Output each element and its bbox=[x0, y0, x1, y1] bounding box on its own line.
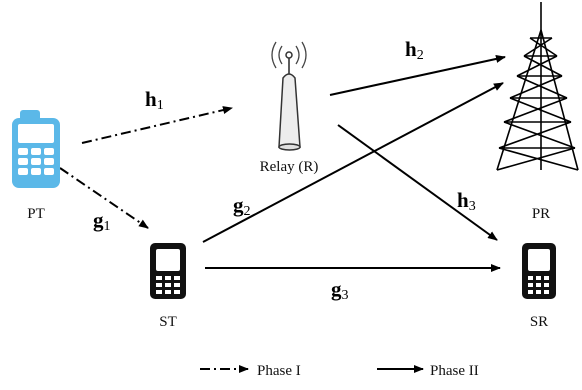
relay-label: Relay (R) bbox=[260, 159, 319, 175]
legend-phase2-label: Phase II bbox=[430, 363, 479, 379]
channel-g1-label: g1 bbox=[93, 208, 111, 234]
sr-phone-icon bbox=[522, 243, 556, 299]
st-label: ST bbox=[159, 314, 177, 330]
sr-label: SR bbox=[530, 314, 548, 330]
channel-h3-label: h3 bbox=[457, 188, 476, 214]
st-phone-icon bbox=[150, 243, 186, 299]
link-g2 bbox=[202, 82, 504, 243]
link-h2 bbox=[329, 55, 506, 96]
relay-antenna-icon bbox=[271, 41, 307, 151]
link-g1 bbox=[59, 167, 149, 229]
legend-phase1-label: Phase I bbox=[257, 363, 301, 379]
pr-tower-icon bbox=[496, 2, 579, 171]
pr-label: PR bbox=[532, 206, 550, 222]
channel-h1-label: h1 bbox=[145, 87, 164, 113]
channel-h2-label: h2 bbox=[405, 37, 424, 63]
channel-g3-label: g3 bbox=[331, 277, 349, 303]
channel-g2-label: g2 bbox=[233, 193, 251, 219]
legend: Phase I Phase II bbox=[200, 363, 479, 379]
link-h1 bbox=[81, 106, 233, 144]
link-h3 bbox=[337, 124, 498, 241]
pt-phone-icon bbox=[12, 110, 60, 188]
pt-label: PT bbox=[27, 206, 45, 222]
